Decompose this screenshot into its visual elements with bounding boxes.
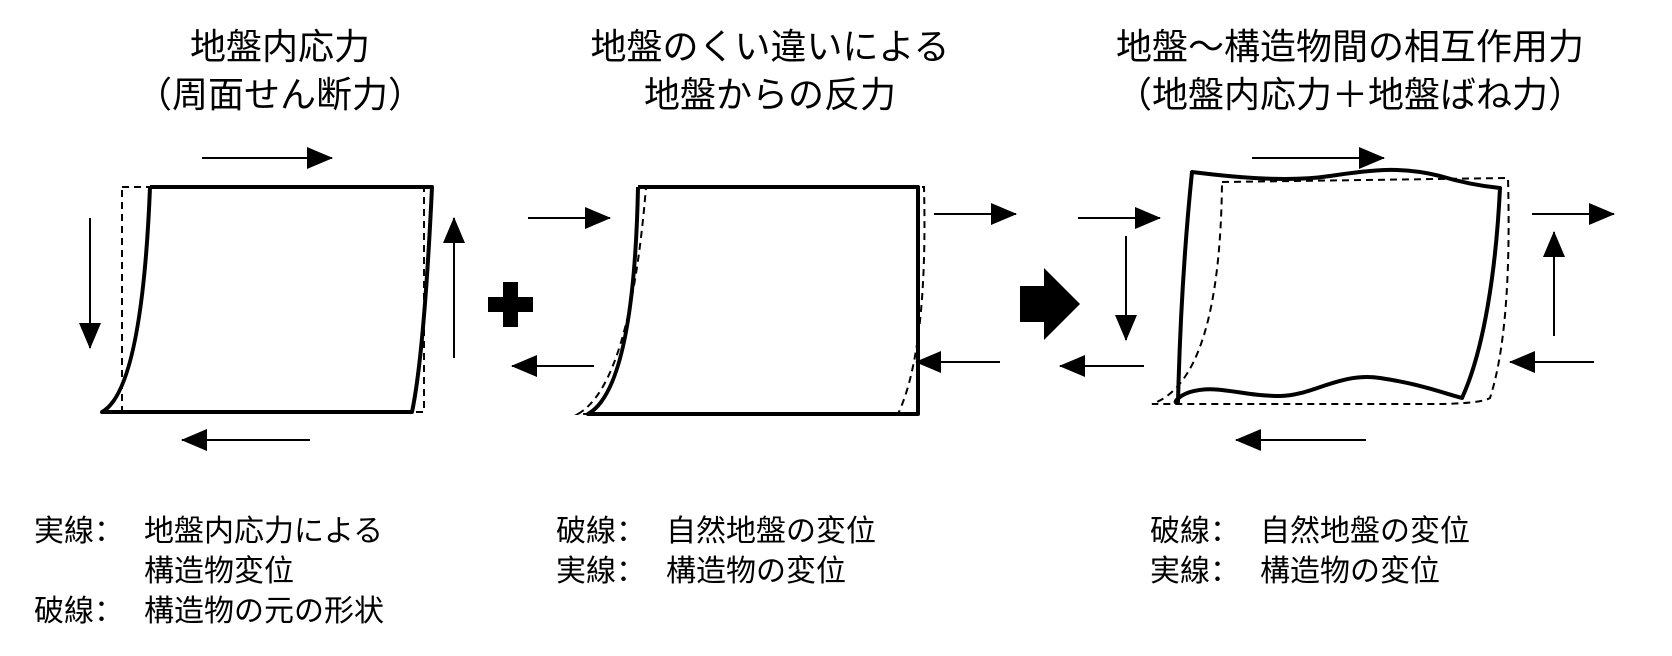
panel3-title-line1: 地盤～構造物間の相互作用力 xyxy=(1115,27,1584,68)
panel3-legend-solid: 実線： 構造物の変位 xyxy=(1150,552,1470,592)
panel2-legend-dashed: 破線： 自然地盤の変位 xyxy=(556,512,876,552)
dashed-line-key: 破線： xyxy=(556,514,646,549)
plus-icon xyxy=(488,282,533,327)
panel1-deformed-shape xyxy=(100,185,434,414)
dashed-line-key: 破線： xyxy=(1150,514,1240,549)
panel1-legend-dashed: 破線： 構造物の元の形状 xyxy=(34,592,384,632)
panel1-title-line1: 地盤内応力 xyxy=(189,27,370,68)
panel3-natural-ground-shape xyxy=(1151,176,1510,405)
panel3-diagram xyxy=(1059,147,1615,451)
block-arrow-right-icon xyxy=(1020,268,1080,340)
panel1-title: 地盤内応力 （周面せん断力） xyxy=(90,24,470,120)
panel2-legend: 破線： 自然地盤の変位 実線： 構造物の変位 xyxy=(556,512,876,592)
panel1-original-shape xyxy=(121,186,425,413)
panel2-legend-solid: 実線： 構造物の変位 xyxy=(556,552,876,592)
solid-line-key: 実線： xyxy=(34,514,124,549)
panel3-structure-shape xyxy=(1173,167,1502,405)
panel3-legend: 破線： 自然地盤の変位 実線： 構造物の変位 xyxy=(1150,512,1470,592)
dashed-line-text: 自然地盤の変位 xyxy=(1260,514,1470,549)
dashed-line-key: 破線： xyxy=(34,594,124,629)
solid-line-key: 実線： xyxy=(556,554,646,589)
panel1-diagram xyxy=(79,147,465,451)
panel1-legend: 実線： 地盤内応力による 構造物変位 破線： 構造物の元の形状 xyxy=(34,512,384,632)
solid-line-text: 構造物の変位 xyxy=(666,554,846,589)
panel3-title-line2: （地盤内応力＋地盤ばね力） xyxy=(1115,75,1584,116)
solid-line-key: 実線： xyxy=(1150,554,1240,589)
dashed-line-text: 構造物の元の形状 xyxy=(144,594,384,629)
solid-line-text-continued: 構造物変位 xyxy=(144,554,294,589)
panel2-diagram xyxy=(511,185,1017,416)
solid-line-text: 構造物の変位 xyxy=(1260,554,1440,589)
panel2-structure-shape xyxy=(586,185,920,416)
panel1-title-line2: （周面せん断力） xyxy=(135,75,424,116)
panel1-legend-solid: 実線： 地盤内応力による xyxy=(34,512,384,552)
panel3-title: 地盤～構造物間の相互作用力 （地盤内応力＋地盤ばね力） xyxy=(1040,24,1660,120)
panel3-legend-dashed: 破線： 自然地盤の変位 xyxy=(1150,512,1470,552)
panel2-title-line1: 地盤のくい違いによる xyxy=(590,27,950,68)
solid-line-text: 地盤内応力による xyxy=(144,514,384,549)
panel2-title: 地盤のくい違いによる 地盤からの反力 xyxy=(520,24,1020,120)
dashed-line-text: 自然地盤の変位 xyxy=(666,514,876,549)
panel2-title-line2: 地盤からの反力 xyxy=(643,75,896,116)
